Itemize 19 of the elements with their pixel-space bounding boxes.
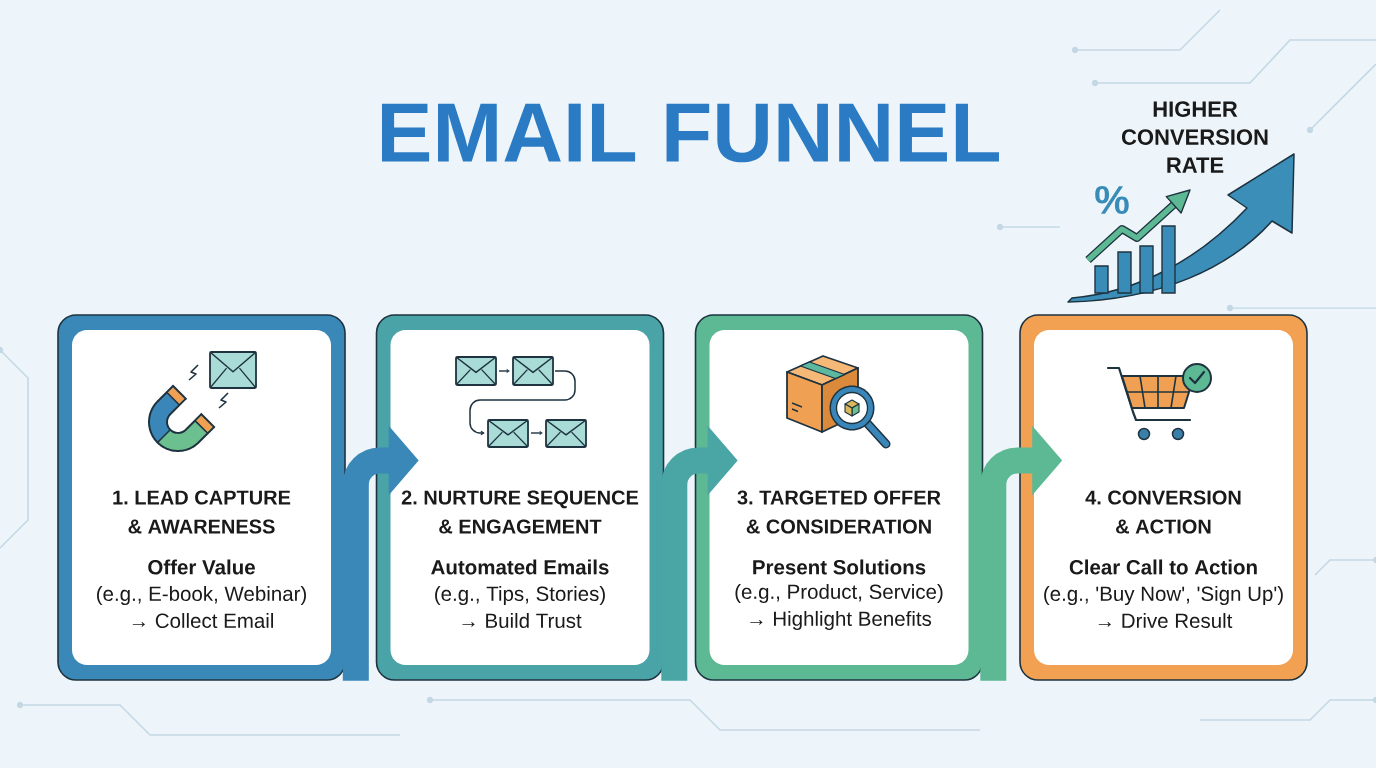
step-subheading: Present Solutions xyxy=(753,559,926,575)
step-description: (e.g., 'Buy Now', 'Sign Up') → Drive Result xyxy=(1044,585,1283,629)
step-card xyxy=(375,314,665,681)
step-description: (e.g., Product, Service) → Highlight Benefits xyxy=(735,583,943,631)
step-subheading: Clear Call to Action xyxy=(1069,559,1257,575)
step-heading: 1. LEAD CAPTURE & AWARENESS xyxy=(113,490,291,534)
step-card xyxy=(57,314,346,681)
step-description: (e.g., E-book, Webinar) → Collect Email xyxy=(97,585,306,629)
step-subheading: Automated Emails xyxy=(431,559,609,575)
chart-caption: HIGHER CONVERSION RATE xyxy=(1121,101,1268,173)
step-card xyxy=(694,314,984,681)
percent-sign: % xyxy=(1095,185,1129,215)
step-heading: 3. TARGETED OFFER & CONSIDERATION xyxy=(737,490,941,534)
step-heading: 2. NURTURE SEQUENCE & ENGAGEMENT xyxy=(401,490,639,534)
title: EMAIL FUNNEL xyxy=(382,103,999,163)
step-subheading: Offer Value xyxy=(148,559,255,575)
step-heading: 4. CONVERSION & ACTION xyxy=(1085,490,1241,534)
step-description: (e.g., Tips, Stories) → Build Trust xyxy=(435,585,605,629)
step-card xyxy=(1019,314,1308,681)
